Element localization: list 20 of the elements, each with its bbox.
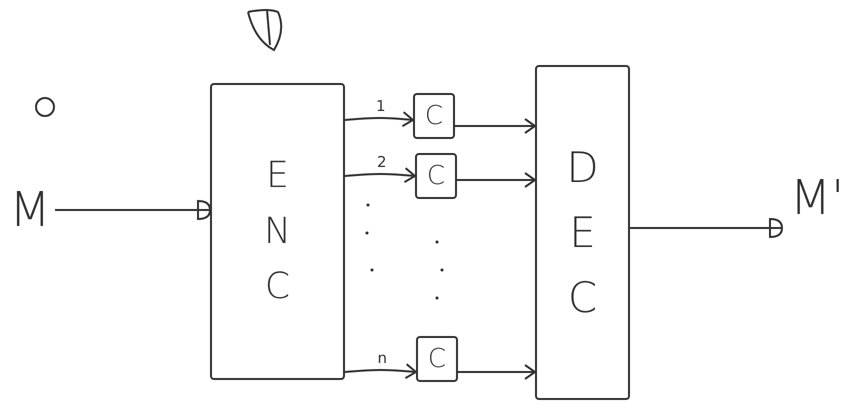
process-box (413, 93, 455, 139)
process-box (416, 336, 458, 382)
arrow (344, 167, 416, 184)
decoder-box (535, 65, 630, 400)
box-label: C (428, 346, 446, 372)
signal-label: M (9, 186, 51, 234)
arrow (458, 364, 536, 380)
edge-label: 2 (376, 154, 388, 170)
arrow (344, 363, 417, 380)
arrow (457, 172, 536, 188)
arrow (344, 111, 414, 128)
box-label: D E C (565, 142, 600, 324)
encoder-box (210, 83, 345, 380)
arrow (455, 118, 536, 134)
process-box (415, 153, 457, 199)
box-label: C (426, 163, 446, 189)
box-label: C (424, 103, 444, 129)
box-label: E N C (263, 154, 292, 310)
edge-label: 1 (375, 98, 387, 114)
signal-label: M' (790, 174, 844, 222)
